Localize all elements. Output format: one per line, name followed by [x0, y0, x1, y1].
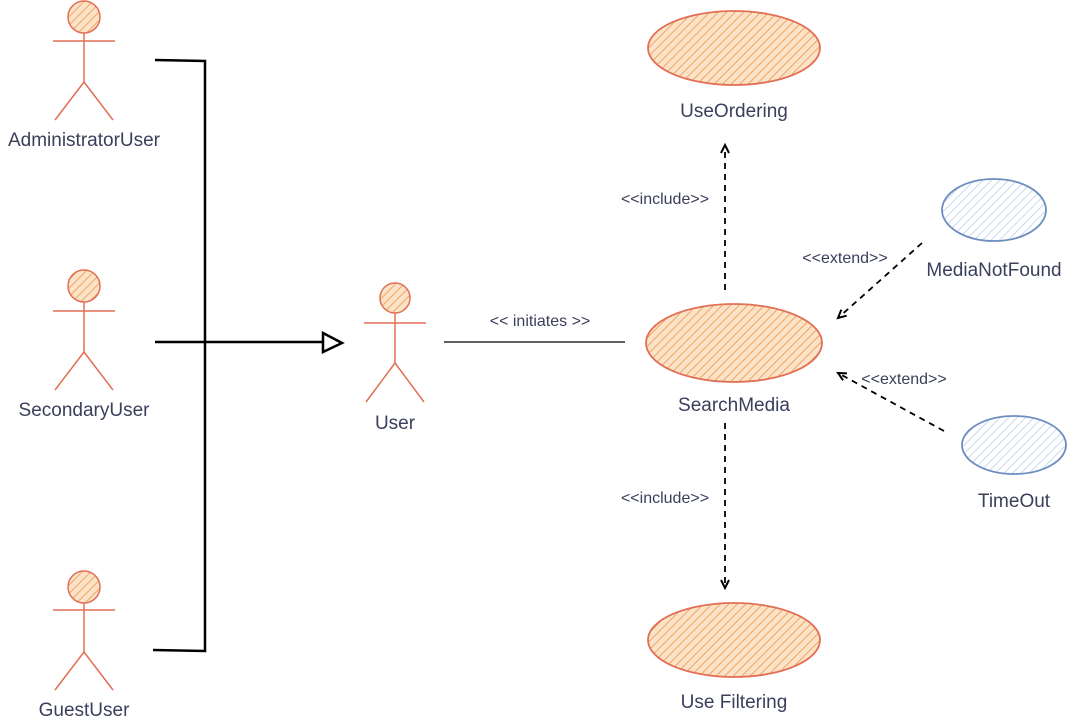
initiates-label: << initiates >>	[490, 313, 591, 330]
relation-include-ordering[interactable]: <<include>>	[621, 142, 730, 290]
usecase-use-ordering[interactable]: UseOrdering	[647, 10, 821, 122]
usecase-label-use-filtering: Use Filtering	[681, 692, 788, 713]
actor-head	[379, 282, 411, 314]
actor-leg-left	[54, 351, 85, 391]
usecase-ellipse	[645, 303, 823, 383]
actor-label-secondary: SecondaryUser	[19, 400, 151, 421]
actor-leg-left	[365, 362, 396, 403]
actor-label-user: User	[375, 413, 416, 434]
actor-head	[67, 269, 101, 303]
extend-timeout-label: <<extend>>	[861, 371, 946, 388]
usecase-media-not-found[interactable]: MediaNotFound	[926, 178, 1062, 281]
generalization-arrowhead	[321, 330, 345, 354]
actor-guest-user[interactable]: GuestUser	[39, 570, 130, 721]
actor-leg-right	[83, 351, 114, 391]
usecase-ellipse	[647, 10, 821, 86]
actor-head	[67, 570, 101, 604]
actor-leg-left	[54, 651, 85, 691]
usecase-use-filtering[interactable]: Use Filtering	[647, 602, 821, 713]
relation-extend-timeout[interactable]: <<extend>>	[836, 371, 947, 432]
generalization-connector[interactable]	[152, 58, 345, 653]
actor-label-guest: GuestUser	[39, 700, 130, 721]
relation-include-filtering[interactable]: <<include>>	[621, 423, 730, 591]
actor-leg-right	[83, 81, 114, 121]
actor-user[interactable]: User	[364, 282, 426, 434]
relation-extend-media-not-found[interactable]: <<extend>>	[802, 242, 923, 320]
include-ordering-label: <<include>>	[621, 191, 709, 208]
include-filtering-label: <<include>>	[621, 490, 709, 507]
actor-administrator-user[interactable]: AdministratorUser	[8, 0, 161, 151]
actor-leg-right	[83, 651, 114, 691]
usecase-ellipse	[961, 415, 1067, 475]
usecase-label-timeout: TimeOut	[978, 491, 1051, 512]
usecase-label-media-not-found: MediaNotFound	[926, 260, 1061, 281]
actor-head	[67, 0, 101, 34]
usecase-ellipse	[647, 602, 821, 678]
extend-timeout-line	[836, 371, 945, 432]
actor-label-administrator: AdministratorUser	[8, 130, 161, 151]
extend-media-not-found-line	[836, 242, 923, 320]
association-initiates[interactable]: << initiates >>	[444, 313, 625, 343]
actor-secondary-user[interactable]: SecondaryUser	[19, 269, 151, 421]
usecase-timeout[interactable]: TimeOut	[961, 415, 1067, 512]
usecase-label-search-media: SearchMedia	[678, 395, 790, 416]
actor-leg-left	[54, 81, 85, 121]
generalization-bracket	[152, 58, 207, 653]
usecase-search-media[interactable]: SearchMedia	[645, 303, 823, 416]
actor-leg-right	[394, 362, 425, 403]
usecase-label-use-ordering: UseOrdering	[680, 101, 788, 122]
extend-media-not-found-label: <<extend>>	[802, 250, 887, 267]
usecase-ellipse	[941, 178, 1047, 242]
